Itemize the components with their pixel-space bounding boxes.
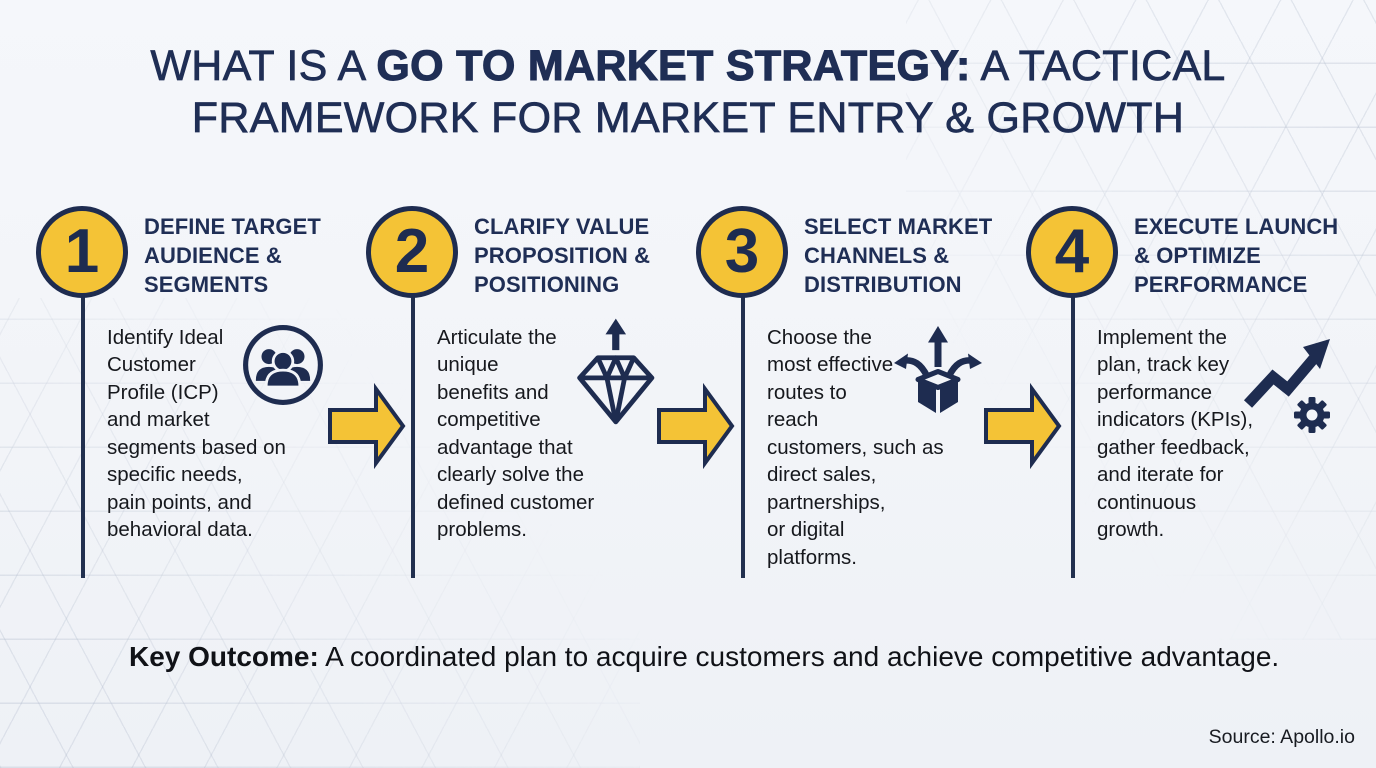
- step-1-connector-line: [81, 297, 85, 578]
- flow-arrow-icon: [984, 382, 1062, 470]
- page-title: WHAT IS A GO TO MARKET STRATEGY: A TACTI…: [0, 40, 1376, 144]
- step-2: 2 CLARIFY VALUE PROPOSITION & POSITIONIN…: [360, 200, 690, 595]
- step-1-description: Identify Ideal Customer Profile (ICP) an…: [107, 326, 286, 542]
- key-outcome: Key Outcome: A coordinated plan to acqui…: [129, 641, 1329, 673]
- title-text-pre: WHAT IS A: [150, 42, 377, 91]
- key-outcome-label: Key Outcome:: [129, 641, 319, 672]
- title-text-post: A TACTICAL: [970, 42, 1226, 91]
- page-title-line-1: WHAT IS A GO TO MARKET STRATEGY: A TACTI…: [0, 40, 1376, 92]
- title-text-bold: GO TO MARKET STRATEGY:: [376, 41, 971, 90]
- step-4-number-badge: 4: [1026, 206, 1118, 298]
- step-1: 1 DEFINE TARGET AUDIENCE & SEGMENTS Iden…: [30, 200, 360, 595]
- step-2-number-badge: 2: [366, 206, 458, 298]
- step-4-connector-line: [1071, 297, 1075, 578]
- step-1-number-badge: 1: [36, 206, 128, 298]
- growth-gear-icon: [1242, 320, 1344, 443]
- step-3: 3 SELECT MARKET CHANNELS & DISTRIBUTION …: [690, 200, 1020, 595]
- page-title-line-2: FRAMEWORK FOR MARKET ENTRY & GROWTH: [191, 94, 1185, 143]
- step-4-description: Implement the plan, track key performanc…: [1097, 326, 1254, 542]
- step-2-connector-line: [411, 297, 415, 578]
- step-4-title: EXECUTE LAUNCH & OPTIMIZE PERFORMANCE: [1134, 214, 1339, 298]
- value-diamond-icon: [572, 316, 660, 439]
- step-3-connector-line: [741, 297, 745, 578]
- team-icon: [240, 322, 326, 413]
- key-outcome-text: A coordinated plan to acquire customers …: [318, 641, 1280, 672]
- source-credit: Source: Apollo.io: [1208, 726, 1355, 748]
- step-3-description: Choose the most effective routes to reac…: [767, 326, 944, 569]
- step-4: 4 EXECUTE LAUNCH & OPTIMIZE PERFORMANCE …: [1020, 200, 1350, 595]
- step-3-title: SELECT MARKET CHANNELS & DISTRIBUTION: [804, 214, 993, 298]
- step-1-title: DEFINE TARGET AUDIENCE & SEGMENTS: [144, 214, 321, 298]
- step-2-description: Articulate the unique benefits and compe…: [437, 326, 595, 542]
- step-2-title: CLARIFY VALUE PROPOSITION & POSITIONING: [474, 214, 651, 298]
- flow-arrow-icon: [328, 382, 406, 470]
- flow-arrow-icon: [657, 382, 735, 470]
- distribution-box-icon: [890, 324, 986, 421]
- step-3-number-badge: 3: [696, 206, 788, 298]
